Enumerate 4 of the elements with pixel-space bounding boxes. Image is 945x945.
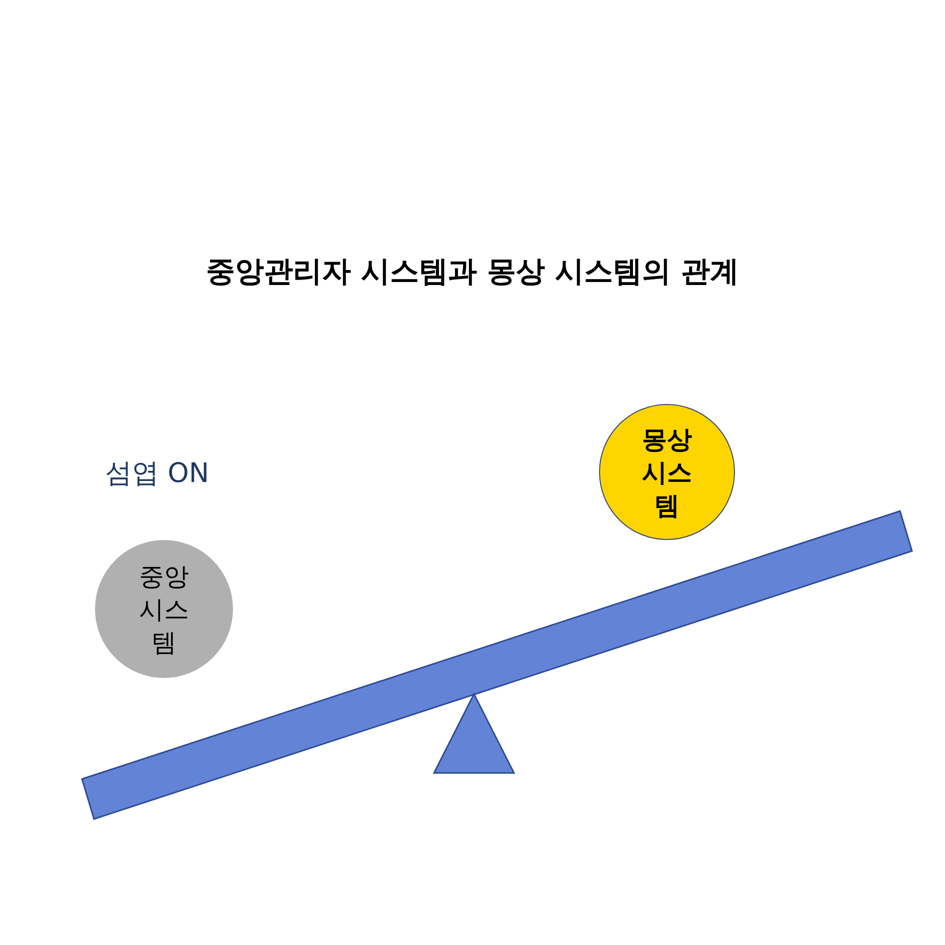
label: 섬엽 ON bbox=[105, 457, 210, 491]
node-label: 몽상시스템 bbox=[641, 424, 693, 522]
title: 중앙관리자 시스템과 몽상 시스템의 관계 bbox=[204, 253, 740, 290]
node-label: 중앙시스템 bbox=[138, 560, 190, 658]
